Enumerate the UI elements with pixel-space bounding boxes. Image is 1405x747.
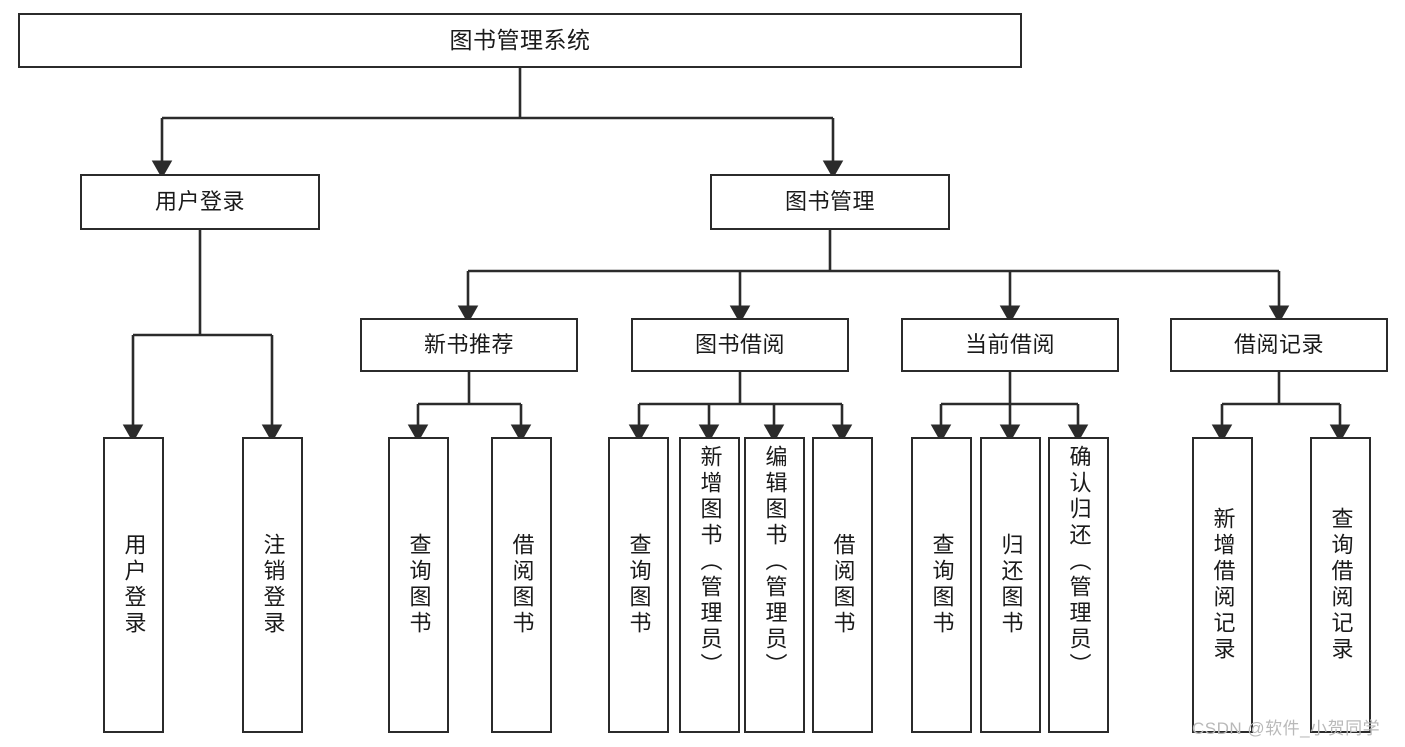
leaf-record-query-record-label: 查询借阅记录 xyxy=(1328,507,1354,663)
leaf-borrow-query-book-label: 查询图书 xyxy=(626,533,652,637)
leaf-user-login-login-label: 用户登录 xyxy=(121,533,147,637)
leaf-current-return-book-label: 归还图书 xyxy=(998,533,1024,637)
watermark-text: CSDN @软件_小贺同学 xyxy=(1192,719,1381,738)
node-user-login-label: 用户登录 xyxy=(154,189,245,215)
leaf-recommend-borrow-book[interactable]: 借阅图书 xyxy=(491,437,552,733)
leaf-current-confirm-return[interactable]: 确认归还（管理员） xyxy=(1048,437,1109,733)
leaf-record-add-record[interactable]: 新增借阅记录 xyxy=(1192,437,1253,733)
node-current-borrow-label: 当前借阅 xyxy=(964,332,1055,358)
leaf-record-query-record[interactable]: 查询借阅记录 xyxy=(1310,437,1371,733)
leaf-current-query-book[interactable]: 查询图书 xyxy=(911,437,972,733)
node-current-borrow[interactable]: 当前借阅 xyxy=(901,318,1119,372)
node-root[interactable]: 图书管理系统 xyxy=(18,13,1022,68)
leaf-current-query-book-label: 查询图书 xyxy=(929,533,955,637)
node-borrow-record-label: 借阅记录 xyxy=(1233,332,1324,358)
leaf-borrow-borrow-book-label: 借阅图书 xyxy=(830,533,856,637)
node-user-login[interactable]: 用户登录 xyxy=(80,174,320,230)
node-book-management[interactable]: 图书管理 xyxy=(710,174,950,230)
node-book-borrow-label: 图书借阅 xyxy=(694,332,785,358)
node-book-borrow[interactable]: 图书借阅 xyxy=(631,318,849,372)
node-borrow-record[interactable]: 借阅记录 xyxy=(1170,318,1388,372)
leaf-user-login-logout-label: 注销登录 xyxy=(260,533,286,637)
leaf-record-add-record-label: 新增借阅记录 xyxy=(1210,507,1236,663)
leaf-user-login-logout[interactable]: 注销登录 xyxy=(242,437,303,733)
leaf-borrow-edit-book[interactable]: 编辑图书（管理员） xyxy=(744,437,805,733)
node-new-book-recommend[interactable]: 新书推荐 xyxy=(360,318,578,372)
leaf-borrow-add-book[interactable]: 新增图书（管理员） xyxy=(679,437,740,733)
node-book-management-label: 图书管理 xyxy=(784,189,875,215)
leaf-current-confirm-return-label: 确认归还（管理员） xyxy=(1066,445,1092,679)
node-new-book-recommend-label: 新书推荐 xyxy=(423,332,514,358)
leaf-borrow-query-book[interactable]: 查询图书 xyxy=(608,437,669,733)
node-root-label: 图书管理系统 xyxy=(449,27,591,54)
leaf-user-login-login[interactable]: 用户登录 xyxy=(103,437,164,733)
leaf-recommend-borrow-book-label: 借阅图书 xyxy=(509,533,535,637)
leaf-borrow-borrow-book[interactable]: 借阅图书 xyxy=(812,437,873,733)
leaf-borrow-edit-book-label: 编辑图书（管理员） xyxy=(762,445,788,679)
leaf-recommend-query-book-label: 查询图书 xyxy=(406,533,432,637)
leaf-borrow-add-book-label: 新增图书（管理员） xyxy=(697,445,723,679)
leaf-current-return-book[interactable]: 归还图书 xyxy=(980,437,1041,733)
leaf-recommend-query-book[interactable]: 查询图书 xyxy=(388,437,449,733)
